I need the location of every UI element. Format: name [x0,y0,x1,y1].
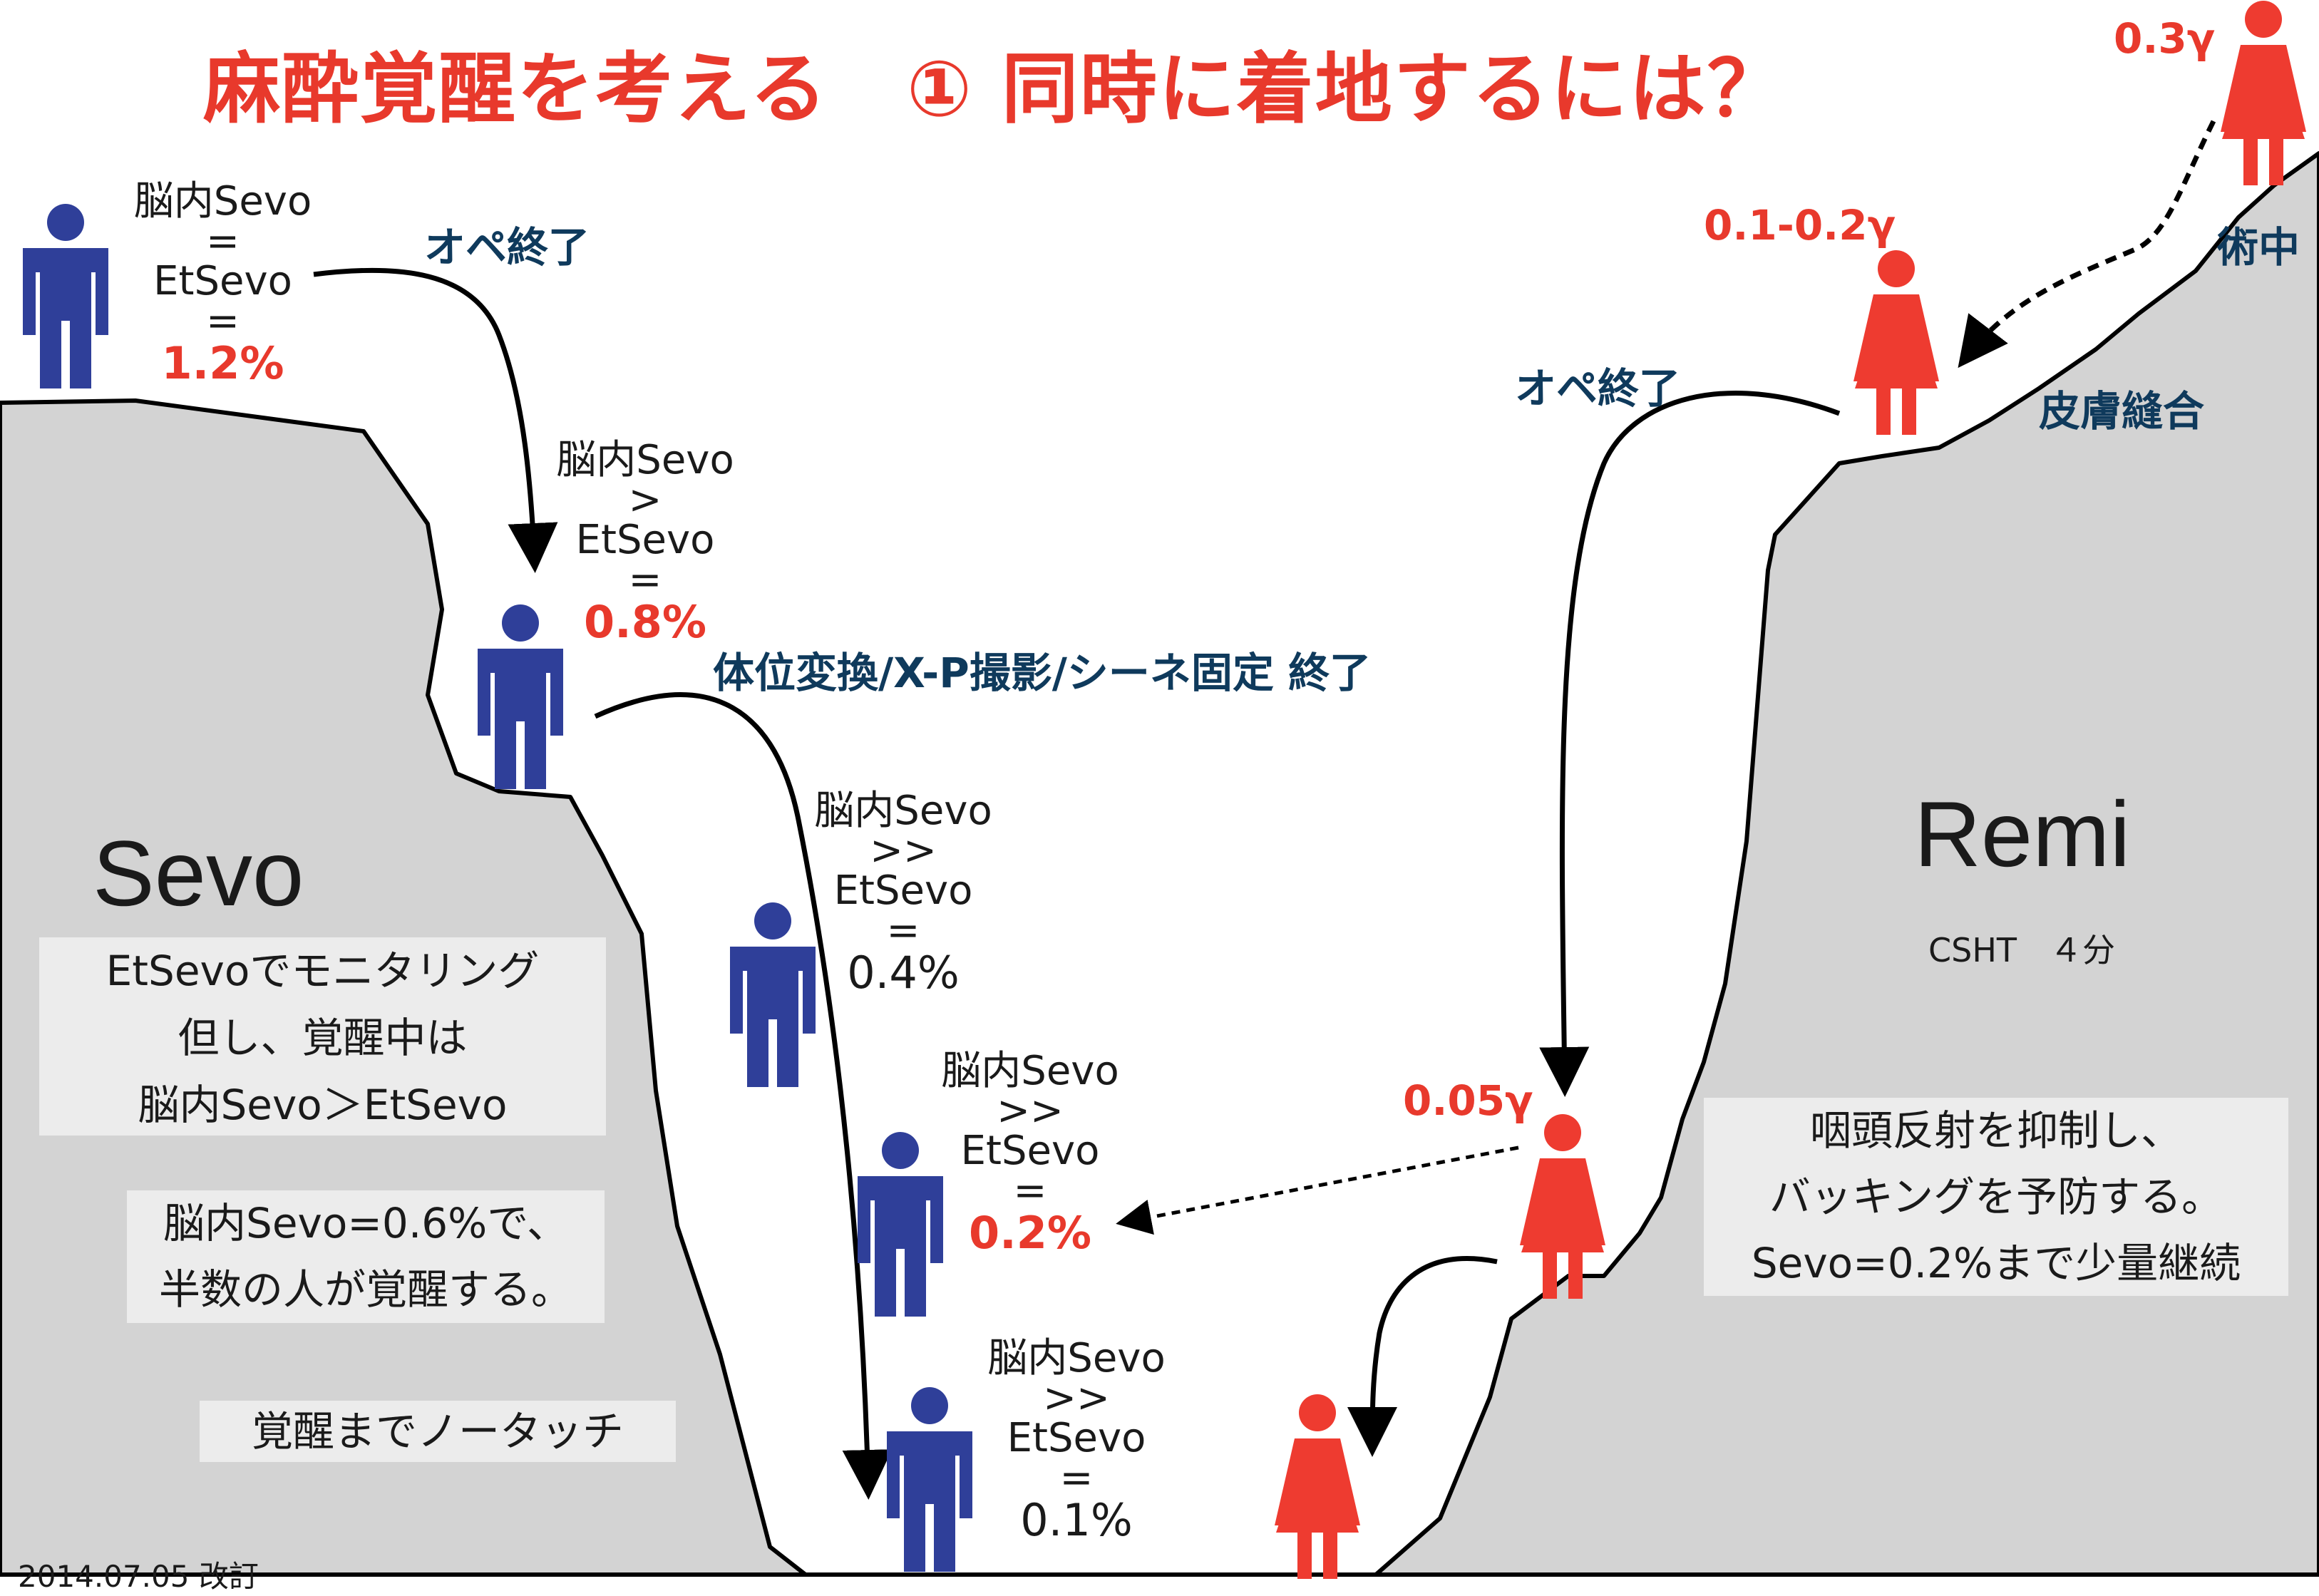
sevo-stage-3: 脳内Sevo >> EtSevo = 0.4% [800,791,1007,995]
sevo-note-monitoring: EtSevoでモニタリング 但し、覚醒中は 脳内Sevo＞EtSevo [39,937,606,1136]
stage-value: 0.4% [847,947,960,999]
stage-line: > [628,477,662,523]
stage-line: EtSevo [1007,1415,1146,1461]
remi-figure-final [1275,1394,1360,1579]
stage-line: = [1013,1168,1047,1214]
remi-arrow-1 [1539,390,1841,1097]
sevo-figure-1 [23,204,108,388]
stage-line: 脳内Sevo [814,788,992,834]
note-line: Sevo=0.2%まで少量継続 [1751,1239,2241,1287]
note-line: 咽頭反射を抑制し、 [1809,1106,2182,1155]
remi-dose-op-end: 0.05γ [1403,1076,1533,1125]
sevo-note-no-touch: 覚醒までノータッチ [200,1401,676,1462]
remi-dashed-arrow-2 [1116,1145,1519,1235]
note-line: 脳内Sevo=0.6%で、 [163,1199,568,1247]
sevo-stage-2: 脳内Sevo > EtSevo = 0.8% [542,441,749,644]
stage-line: = [628,557,662,603]
sevo-stage-5: 脳内Sevo >> EtSevo = 0.1% [973,1339,1180,1543]
sevo-arrow-2 [594,692,893,1500]
stage-line: 脳内Sevo [133,178,312,225]
remi-arrow-2 [1347,1256,1498,1457]
stage-value: 0.2% [969,1207,1091,1259]
remi-figure-closure [1853,250,1939,435]
page-title: 麻酔覚醒を考える ① 同時に着地するには？ [203,45,1786,134]
stage-value: 0.8% [584,596,706,648]
stage-line: = [206,298,240,344]
sevo-stage-1: 脳内Sevo = EtSevo = 1.2% [121,182,324,386]
stage-line: EtSevo [153,258,292,304]
stage-line: = [1059,1455,1094,1501]
note-line: 覚醒までノータッチ [251,1407,624,1456]
note-line: 但し、覚醒中は [178,1014,468,1062]
stage-line: 脳内Sevo [941,1048,1119,1094]
note-line: EtSevoでモニタリング [106,947,540,995]
sevo-note-half-awake: 脳内Sevo=0.6%で、 半数の人が覚醒する。 [127,1190,605,1323]
revision-footer: 2014.07.05 改訂 [18,1559,259,1594]
remi-label: Remi [1914,782,2131,886]
sevo-position-change-label: 体位変換/X-P撮影/シーネ固定 終了 [713,649,1372,697]
stage-line: EtSevo [575,517,715,563]
remi-note-reflex: 咽頭反射を抑制し、 バッキングを予防する。 Sevo=0.2%まで少量継続 [1704,1098,2288,1296]
stage-line: 脳内Sevo [987,1335,1166,1381]
stage-line: EtSevo [833,867,973,914]
note-line: 脳内Sevo＞EtSevo [138,1081,508,1129]
remi-dose-closure: 0.1-0.2γ [1704,201,1896,249]
sevo-label: Sevo [93,821,304,925]
remi-closure-label: 皮膚縫合 [2039,387,2205,436]
note-line: バッキングを予防する。 [1769,1173,2223,1221]
sevo-figure-5 [887,1387,972,1572]
stage-line: >> [870,828,937,874]
remi-dose-intraop: 0.3γ [2114,14,2216,63]
stage-line: = [886,907,920,954]
remi-op-end-label: オペ終了 [1515,364,1681,413]
sevo-stage-4: 脳内Sevo >> EtSevo = 0.2% [927,1051,1133,1255]
stage-line: >> [1043,1375,1110,1421]
remi-figure-op-end [1520,1114,1605,1299]
stage-line: >> [997,1088,1064,1134]
stage-line: 脳内Sevo [556,437,734,483]
stage-value: 0.1% [1020,1494,1133,1546]
sevo-op-end-label: オペ終了 [424,223,590,272]
remi-figure-intraop [2221,1,2306,185]
stage-line: = [206,218,240,264]
stage-line: EtSevo [960,1128,1100,1174]
remi-dashed-arrow-1 [1958,120,2216,369]
remi-intraop-label: 術中 [2217,223,2300,272]
remi-csht: CSHT ４分 [1928,931,2116,969]
note-line: 半数の人が覚醒する。 [158,1265,572,1314]
sevo-arrow-1 [313,267,558,573]
stage-value: 1.2% [161,337,284,389]
